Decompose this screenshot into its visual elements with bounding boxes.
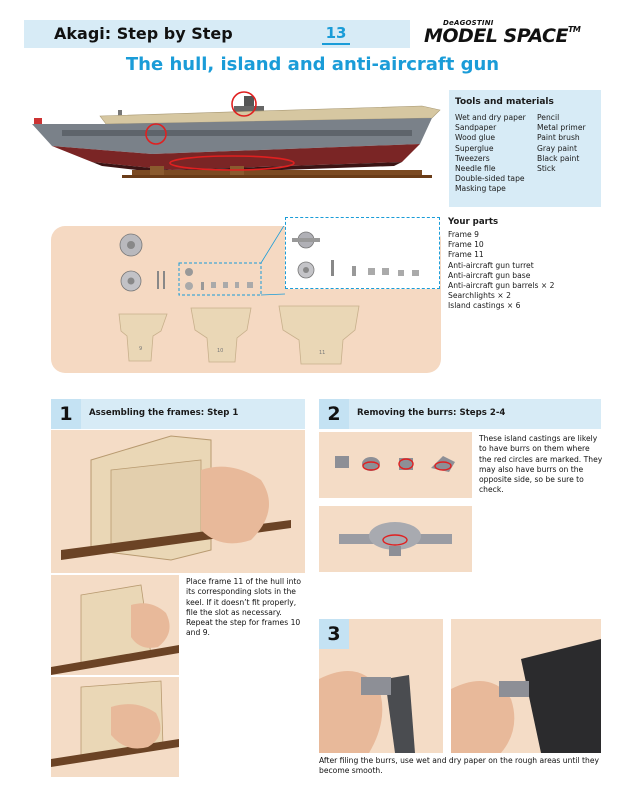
tools-heading: Tools and materials <box>455 97 554 107</box>
tools-panel: Tools and materials Wet and dry paper Sa… <box>449 90 601 207</box>
part-item: Searchlights × 2 <box>448 291 511 301</box>
tool-item: Sandpaper <box>455 123 497 133</box>
part-item: Frame 9 <box>448 230 479 239</box>
step-title: Assembling the frames: Step 1 <box>89 408 239 418</box>
tool-item: Gray paint <box>537 143 577 153</box>
brand-publisher: DeAGOSTINI <box>443 19 494 27</box>
part-item: Anti-aircraft gun base <box>448 270 531 280</box>
ship-model-photo <box>32 91 441 178</box>
series-title: Akagi: Step by Step <box>54 24 233 43</box>
brand-name: MODEL SPACETM <box>424 25 581 47</box>
step-3-photo-sanding <box>451 619 601 753</box>
step-3-number: 3 <box>319 619 349 649</box>
tool-item: Needle file <box>455 164 496 174</box>
parts-zoom-illustration <box>292 231 419 279</box>
tool-item: Wood glue <box>455 133 496 143</box>
step-1-caption: Place frame 11 of the hull into its corr… <box>186 577 302 638</box>
parts-list: Your parts Frame 9 Frame 10 Frame 11 Ant… <box>448 217 608 312</box>
step-number: 2 <box>319 399 349 429</box>
tools-list-left: Wet and dry paper Sandpaper Wood glue Su… <box>455 113 537 195</box>
frame-label: 11 <box>319 350 325 356</box>
tools-list-right: Pencil Metal primer Paint brush Gray pai… <box>537 113 586 195</box>
step-number: 1 <box>51 399 81 429</box>
part-item: Island castings × 6 <box>448 301 521 311</box>
brand-logo: DeAGOSTINI MODEL SPACETM <box>410 18 602 50</box>
step-1-photo-3 <box>51 677 179 777</box>
page-title: The hull, island and anti-aircraft gun <box>125 54 500 75</box>
step-3-photo-filing: 3 <box>319 619 443 753</box>
tool-item: Paint brush <box>537 133 580 143</box>
tool-item: Tweezers <box>455 153 490 163</box>
step-2-photo-castings <box>319 432 472 498</box>
step-title: Removing the burrs: Steps 2-4 <box>357 408 506 418</box>
frame-label: 10 <box>217 348 223 354</box>
part-item: Anti-aircraft gun barrels × 2 <box>448 281 555 291</box>
tool-item: Double-sided tape <box>455 174 525 184</box>
step-3-caption: After filing the burrs, use wet and dry … <box>319 756 599 776</box>
tool-item: Metal primer <box>537 123 586 133</box>
parts-heading: Your parts <box>448 217 499 227</box>
tool-item: Black paint <box>537 153 580 163</box>
issue-number: 13 <box>322 23 350 45</box>
tool-item: Superglue <box>455 143 494 153</box>
step-2-caption: These island castings are likely to have… <box>479 434 603 495</box>
tool-item: Stick <box>537 164 556 174</box>
parts-zoom-inset <box>285 217 440 289</box>
frame-label: 9 <box>139 346 142 352</box>
part-item: Frame 10 <box>448 240 484 250</box>
step-1-photo-main <box>51 430 305 573</box>
tool-item: Wet and dry paper <box>455 113 526 122</box>
tool-item: Masking tape <box>455 184 506 194</box>
tool-item: Pencil <box>537 113 560 122</box>
step-1-header: 1 Assembling the frames: Step 1 <box>51 399 305 429</box>
step-1-photo-2 <box>51 575 179 675</box>
step-2-photo-casting-closeup <box>319 506 472 572</box>
part-item: Anti-aircraft gun turret <box>448 260 534 270</box>
parts-illustration: 9 10 11 <box>118 223 360 365</box>
part-item: Frame 11 <box>448 250 484 260</box>
step-2-header: 2 Removing the burrs: Steps 2-4 <box>319 399 601 429</box>
